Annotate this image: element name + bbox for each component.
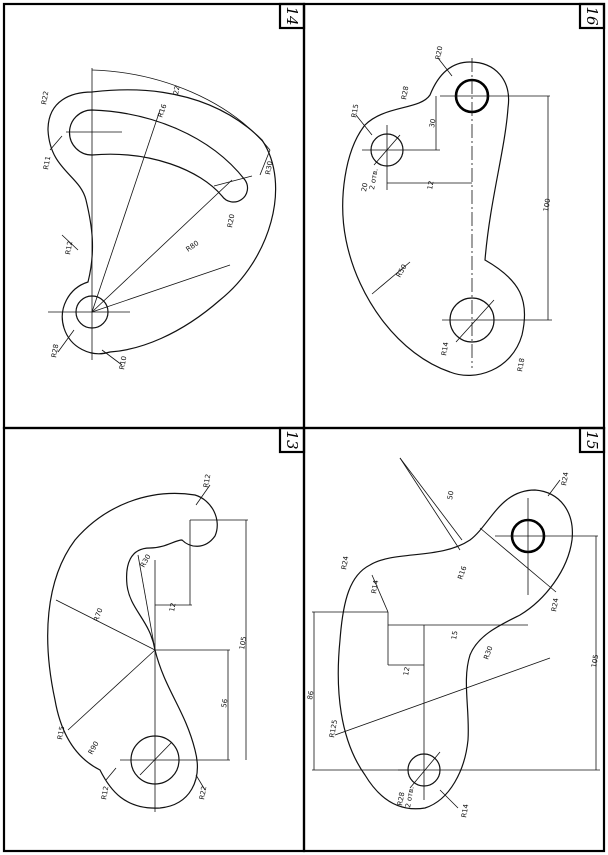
sheet-number-15: 15 bbox=[583, 430, 601, 449]
dim-13-r90: R90 bbox=[87, 740, 101, 756]
dim-13-105: 105 bbox=[238, 636, 248, 651]
dim-15-12: 12 bbox=[402, 666, 411, 676]
dim-15-r125: R125 bbox=[328, 719, 339, 738]
dim-16-12: 12 bbox=[426, 180, 435, 190]
dim-14-r20: R20 bbox=[226, 213, 236, 228]
dim-15-105: 105 bbox=[590, 654, 600, 669]
sheet-number-16: 16 bbox=[583, 6, 601, 26]
dim-16-r50: R50 bbox=[395, 263, 409, 279]
part-13-outline bbox=[47, 492, 218, 809]
dim-15-r30: R30 bbox=[482, 645, 494, 661]
dim-13-r22: R22 bbox=[198, 785, 208, 800]
part-14-outline bbox=[47, 89, 277, 355]
dim-13-r30: R30 bbox=[139, 553, 153, 569]
dim-14-r30: R30 bbox=[264, 160, 274, 175]
part-14: R22 R11 R16 22 R30 R20 R12 R80 R28 R10 bbox=[40, 68, 277, 370]
dim-15-15: 15 bbox=[450, 630, 459, 640]
sheet-number-14: 14 bbox=[283, 6, 301, 25]
dim-13-r15: R15 bbox=[56, 725, 66, 740]
dim-13-r70: R70 bbox=[92, 607, 104, 623]
dim-14-22: 22 bbox=[172, 85, 181, 95]
number-box-15: 15 bbox=[578, 426, 606, 454]
dim-15-r24-right: R24 bbox=[550, 597, 560, 612]
dim-14-r12: R12 bbox=[64, 240, 74, 255]
dim-16-100: 100 bbox=[542, 198, 552, 213]
dim-16-r20: R20 bbox=[434, 45, 444, 60]
number-box-13: 13 bbox=[278, 426, 306, 454]
frame-14 bbox=[2, 2, 306, 430]
dim-16-holes: 2 отв. bbox=[368, 168, 380, 190]
number-box-16: 16 bbox=[578, 2, 606, 30]
number-box-14: 14 bbox=[278, 2, 306, 30]
dim-15-r28: R28 bbox=[396, 791, 406, 806]
dim-16-30: 30 bbox=[428, 118, 437, 128]
dim-14-r28: R28 bbox=[50, 343, 60, 358]
frame-16 bbox=[302, 2, 606, 430]
dim-16-20: 20 bbox=[360, 182, 369, 192]
dim-13-r12a: R12 bbox=[202, 473, 212, 488]
dim-15-50: 50 bbox=[446, 490, 455, 500]
dim-16-r18: R18 bbox=[516, 357, 526, 372]
dim-14-r22: R22 bbox=[40, 90, 50, 105]
frame-13 bbox=[2, 426, 306, 853]
part-16: R20 R15 R28 20 12 30 2 отв. 100 R50 R14 … bbox=[342, 45, 552, 376]
dim-14-r80: R80 bbox=[185, 239, 201, 253]
dim-15-holes: 2 отв. bbox=[404, 786, 416, 808]
part-15-outline bbox=[337, 489, 573, 810]
dim-14-r16: R16 bbox=[156, 102, 168, 118]
dim-15-r24-left: R24 bbox=[340, 555, 350, 570]
sheet-number-13: 13 bbox=[283, 430, 301, 449]
dim-15-r14b: R14 bbox=[370, 579, 380, 594]
part-15: R24 R24 R16 R30 R24 15 50 12 105 86 R125… bbox=[306, 457, 600, 818]
dim-16-r28: R28 bbox=[400, 85, 410, 100]
dim-16-r15: R15 bbox=[350, 103, 360, 118]
dim-15-r16: R16 bbox=[456, 564, 468, 580]
dim-15-86: 86 bbox=[306, 690, 316, 701]
part-13: R12 R30 R70 12 56 105 R90 R15 R12 R22 bbox=[47, 473, 248, 812]
dim-15-r24-top: R24 bbox=[560, 471, 570, 486]
dim-14-r10: R10 bbox=[118, 355, 128, 370]
part-14-slot bbox=[68, 109, 249, 203]
dim-13-r12b: R12 bbox=[100, 785, 110, 800]
dim-13-56: 56 bbox=[220, 698, 230, 709]
dim-13-12: 12 bbox=[168, 602, 177, 612]
part-16-outline bbox=[342, 61, 526, 376]
dim-14-r11: R11 bbox=[42, 155, 52, 170]
dim-15-r14a: R14 bbox=[460, 803, 470, 818]
frame-15 bbox=[302, 426, 606, 853]
dim-16-r14: R14 bbox=[440, 341, 450, 356]
